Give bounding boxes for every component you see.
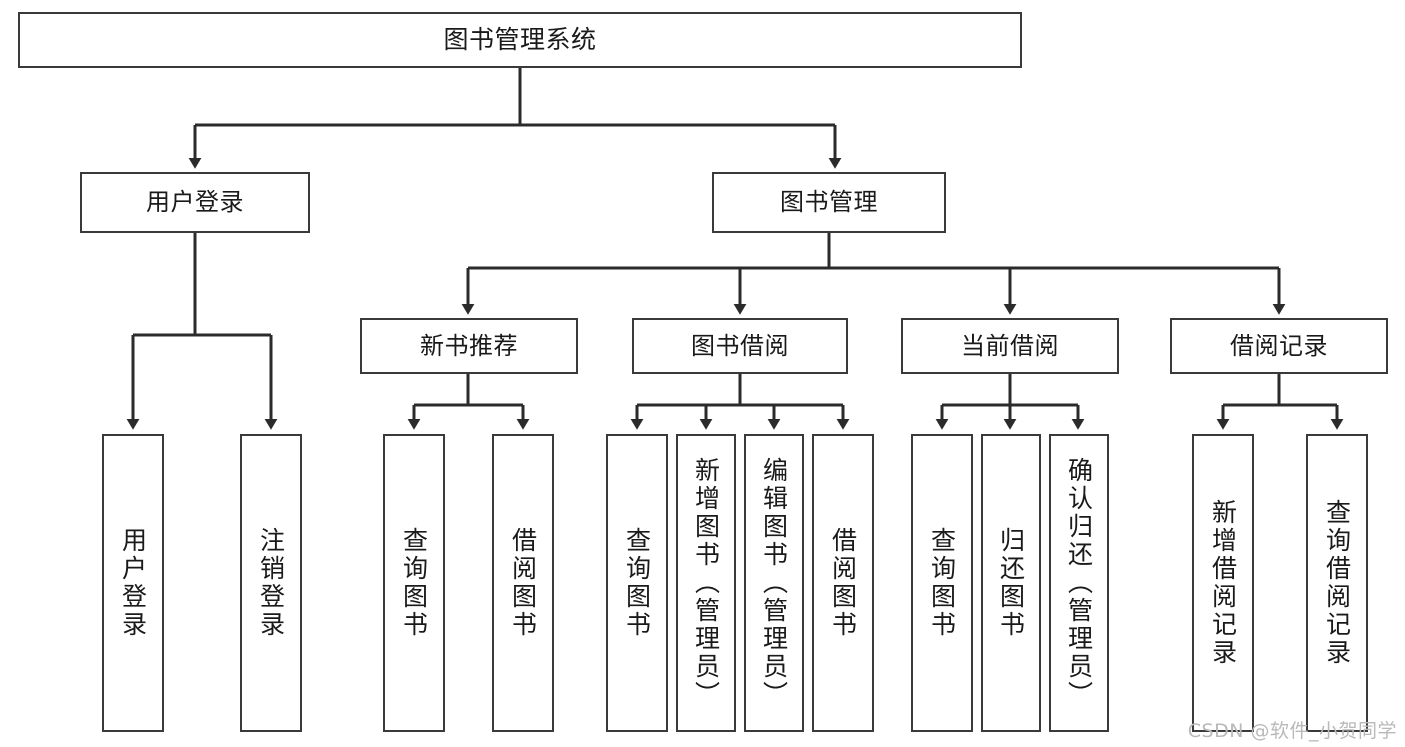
node-label: 确认归还（管理员） <box>1064 457 1094 709</box>
watermark-text: CSDN @软件_小贺同学 <box>1187 720 1397 742</box>
leaf-query-book-borrow[interactable]: 查询图书 <box>606 434 668 732</box>
node-current-borrow[interactable]: 当前借阅 <box>901 318 1119 374</box>
leaf-user-login[interactable]: 用户登录 <box>102 434 164 732</box>
node-book-borrow[interactable]: 图书借阅 <box>632 318 848 374</box>
node-label: 查询借阅记录 <box>1322 499 1352 667</box>
leaf-confirm-return-admin[interactable]: 确认归还（管理员） <box>1049 434 1109 732</box>
leaf-borrow-book-recommend[interactable]: 借阅图书 <box>492 434 554 732</box>
node-new-book-recommend[interactable]: 新书推荐 <box>360 318 578 374</box>
node-label: 图书管理系统 <box>443 25 597 54</box>
node-label: 新增图书（管理员） <box>691 457 721 709</box>
leaf-query-book-recommend[interactable]: 查询图书 <box>383 434 445 732</box>
node-root-book-management-system[interactable]: 图书管理系统 <box>18 12 1022 68</box>
node-label: 归还图书 <box>996 527 1026 639</box>
leaf-query-book-current[interactable]: 查询图书 <box>911 434 973 732</box>
node-label: 图书管理 <box>780 188 878 217</box>
node-label: 当前借阅 <box>961 331 1059 360</box>
leaf-edit-book-admin[interactable]: 编辑图书（管理员） <box>744 434 804 732</box>
leaf-logout-login[interactable]: 注销登录 <box>240 434 302 732</box>
node-label: 查询图书 <box>399 527 429 639</box>
node-label: 查询图书 <box>927 527 957 639</box>
node-book-management[interactable]: 图书管理 <box>712 172 946 233</box>
leaf-add-book-admin[interactable]: 新增图书（管理员） <box>676 434 736 732</box>
node-label: 注销登录 <box>256 527 286 639</box>
leaf-add-borrow-record[interactable]: 新增借阅记录 <box>1192 434 1254 732</box>
node-label: 新增借阅记录 <box>1208 499 1238 667</box>
node-label: 新书推荐 <box>420 331 518 360</box>
node-borrow-record[interactable]: 借阅记录 <box>1170 318 1388 374</box>
node-user-login[interactable]: 用户登录 <box>80 172 310 233</box>
node-label: 借阅图书 <box>508 527 538 639</box>
leaf-query-borrow-record[interactable]: 查询借阅记录 <box>1306 434 1368 732</box>
node-label: 用户登录 <box>146 188 244 217</box>
leaf-return-book[interactable]: 归还图书 <box>981 434 1041 732</box>
node-label: 借阅图书 <box>828 527 858 639</box>
node-label: 查询图书 <box>622 527 652 639</box>
node-label: 借阅记录 <box>1230 331 1328 360</box>
node-label: 用户登录 <box>118 527 148 639</box>
leaf-borrow-book[interactable]: 借阅图书 <box>812 434 874 732</box>
node-label: 编辑图书（管理员） <box>759 457 789 709</box>
node-label: 图书借阅 <box>691 331 789 360</box>
